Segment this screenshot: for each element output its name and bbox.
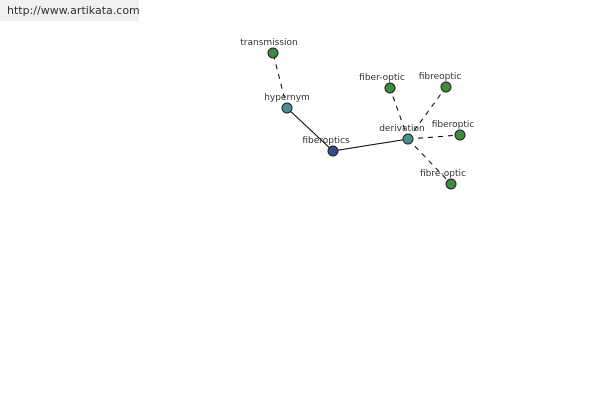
node-fiber-optic[interactable]: fiber-optic <box>359 73 405 94</box>
edge-derivation-fibreoptic <box>407 86 447 140</box>
node-marker-fiber-optic[interactable] <box>384 82 396 94</box>
node-marker-fiberoptics[interactable] <box>327 145 339 157</box>
node-fibreoptic[interactable]: fibreoptic <box>419 72 462 93</box>
edge-fiberoptics-derivation <box>332 138 409 152</box>
nodes-layer: fiberoptics hypernym derivation transmissio… <box>240 38 475 190</box>
node-hypernym[interactable]: hypernym <box>264 93 310 114</box>
node-fiberoptics[interactable]: fiberoptics <box>302 136 350 157</box>
node-label-fiberoptics: fiberoptics <box>302 136 350 146</box>
source-link[interactable]: http://www.artikata.com <box>0 0 139 21</box>
node-label-fibreoptic: fibreoptic <box>419 72 462 82</box>
node-label-fiber-optic: fiber-optic <box>359 73 405 83</box>
node-fiberoptic[interactable]: fiberoptic <box>432 120 475 141</box>
node-marker-fiberoptic[interactable] <box>454 129 466 141</box>
node-label-hypernym: hypernym <box>264 93 310 103</box>
node-transmission[interactable]: transmission <box>240 38 298 59</box>
node-marker-fibreoptic[interactable] <box>440 81 452 93</box>
edge-derivation-fibre-optic <box>407 138 452 185</box>
edges-layer <box>272 52 461 185</box>
node-label-fiberoptic: fiberoptic <box>432 120 475 130</box>
edge-fiberoptics-hypernym <box>286 107 334 152</box>
node-label-fibre-optic: fibre-optic <box>420 169 466 179</box>
node-marker-fibre-optic[interactable] <box>445 178 457 190</box>
node-label-derivation: derivation <box>379 124 425 134</box>
node-marker-derivation[interactable] <box>402 133 414 145</box>
node-label-transmission: transmission <box>240 38 298 48</box>
edge-derivation-fiberoptic <box>407 134 461 140</box>
node-marker-transmission[interactable] <box>267 47 279 59</box>
node-derivation[interactable]: derivation <box>379 124 425 145</box>
node-fibre-optic[interactable]: fibre-optic <box>420 169 466 190</box>
node-marker-hypernym[interactable] <box>281 102 293 114</box>
